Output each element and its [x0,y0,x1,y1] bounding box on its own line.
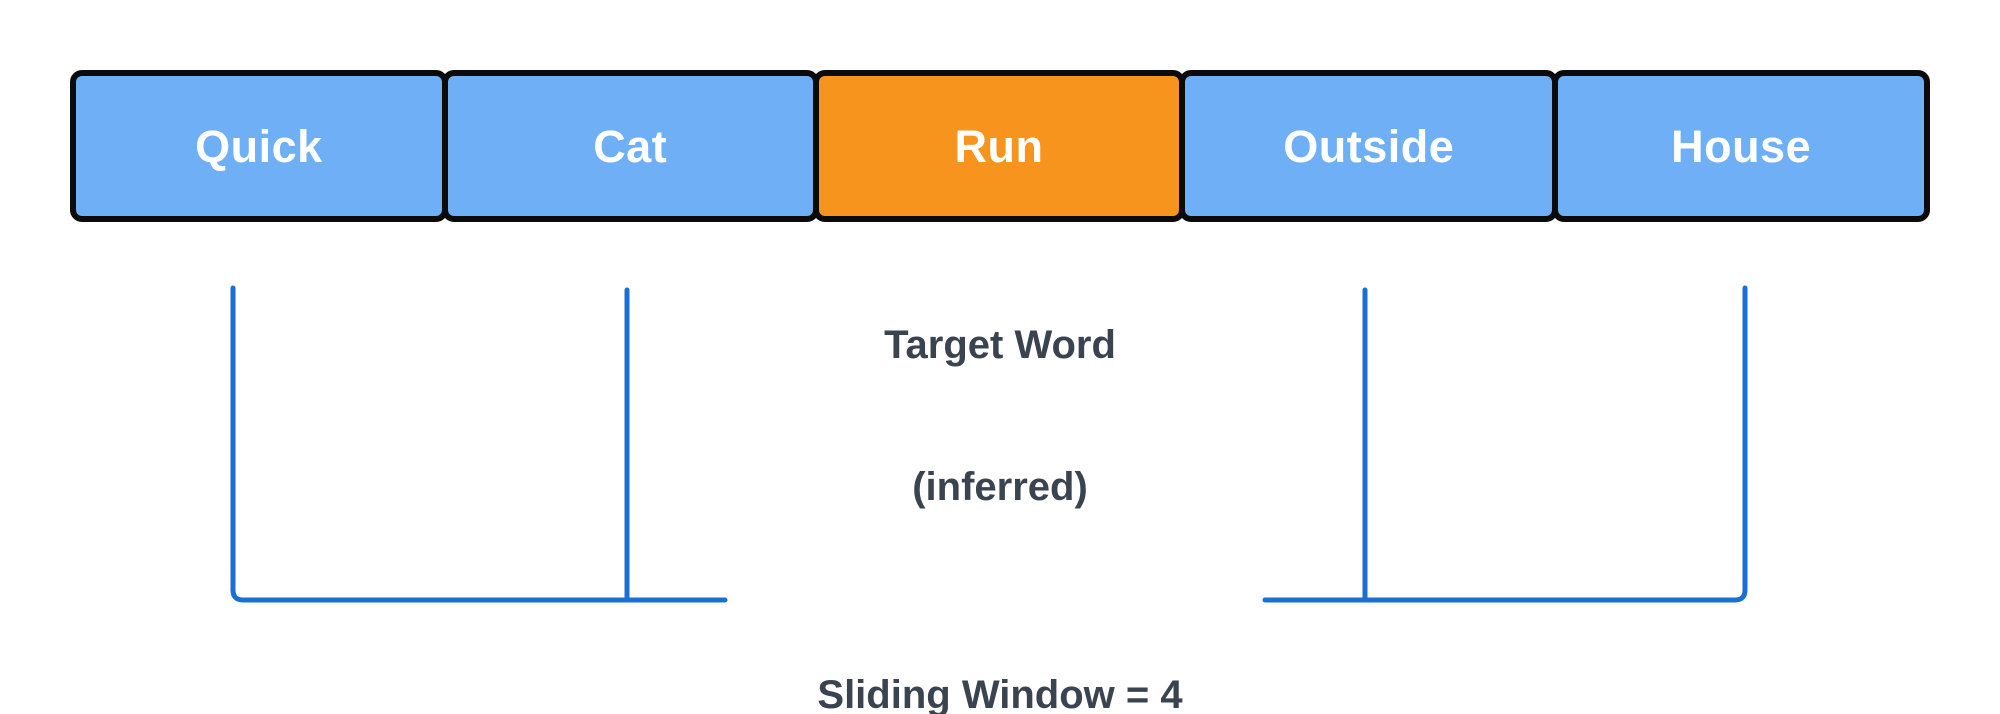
token-box-cat[interactable]: Cat [441,70,819,222]
token-label: Run [954,120,1044,172]
token-label: Quick [195,120,323,172]
token-label: Outside [1283,120,1455,172]
token-box-quick[interactable]: Quick [70,70,448,222]
left-context-bracket [230,285,728,603]
target-word-callout-line-1: Target Word [884,323,1116,368]
token-label: Cat [593,120,668,172]
sliding-window-callout-line-1: Sliding Window = 4 [817,673,1183,714]
sliding-window-callout: Sliding Window = 4 (given context) [700,578,1300,714]
token-row: Quick Cat Run Outside House [70,70,1930,222]
token-box-outside[interactable]: Outside [1179,70,1559,222]
token-label: House [1671,120,1812,172]
target-word-callout-line-2: (inferred) [912,464,1088,509]
target-word-callout: Target Word (inferred) [700,228,1300,606]
token-box-house[interactable]: House [1552,70,1930,222]
right-context-bracket [1262,285,1748,603]
token-box-run[interactable]: Run [812,70,1186,222]
